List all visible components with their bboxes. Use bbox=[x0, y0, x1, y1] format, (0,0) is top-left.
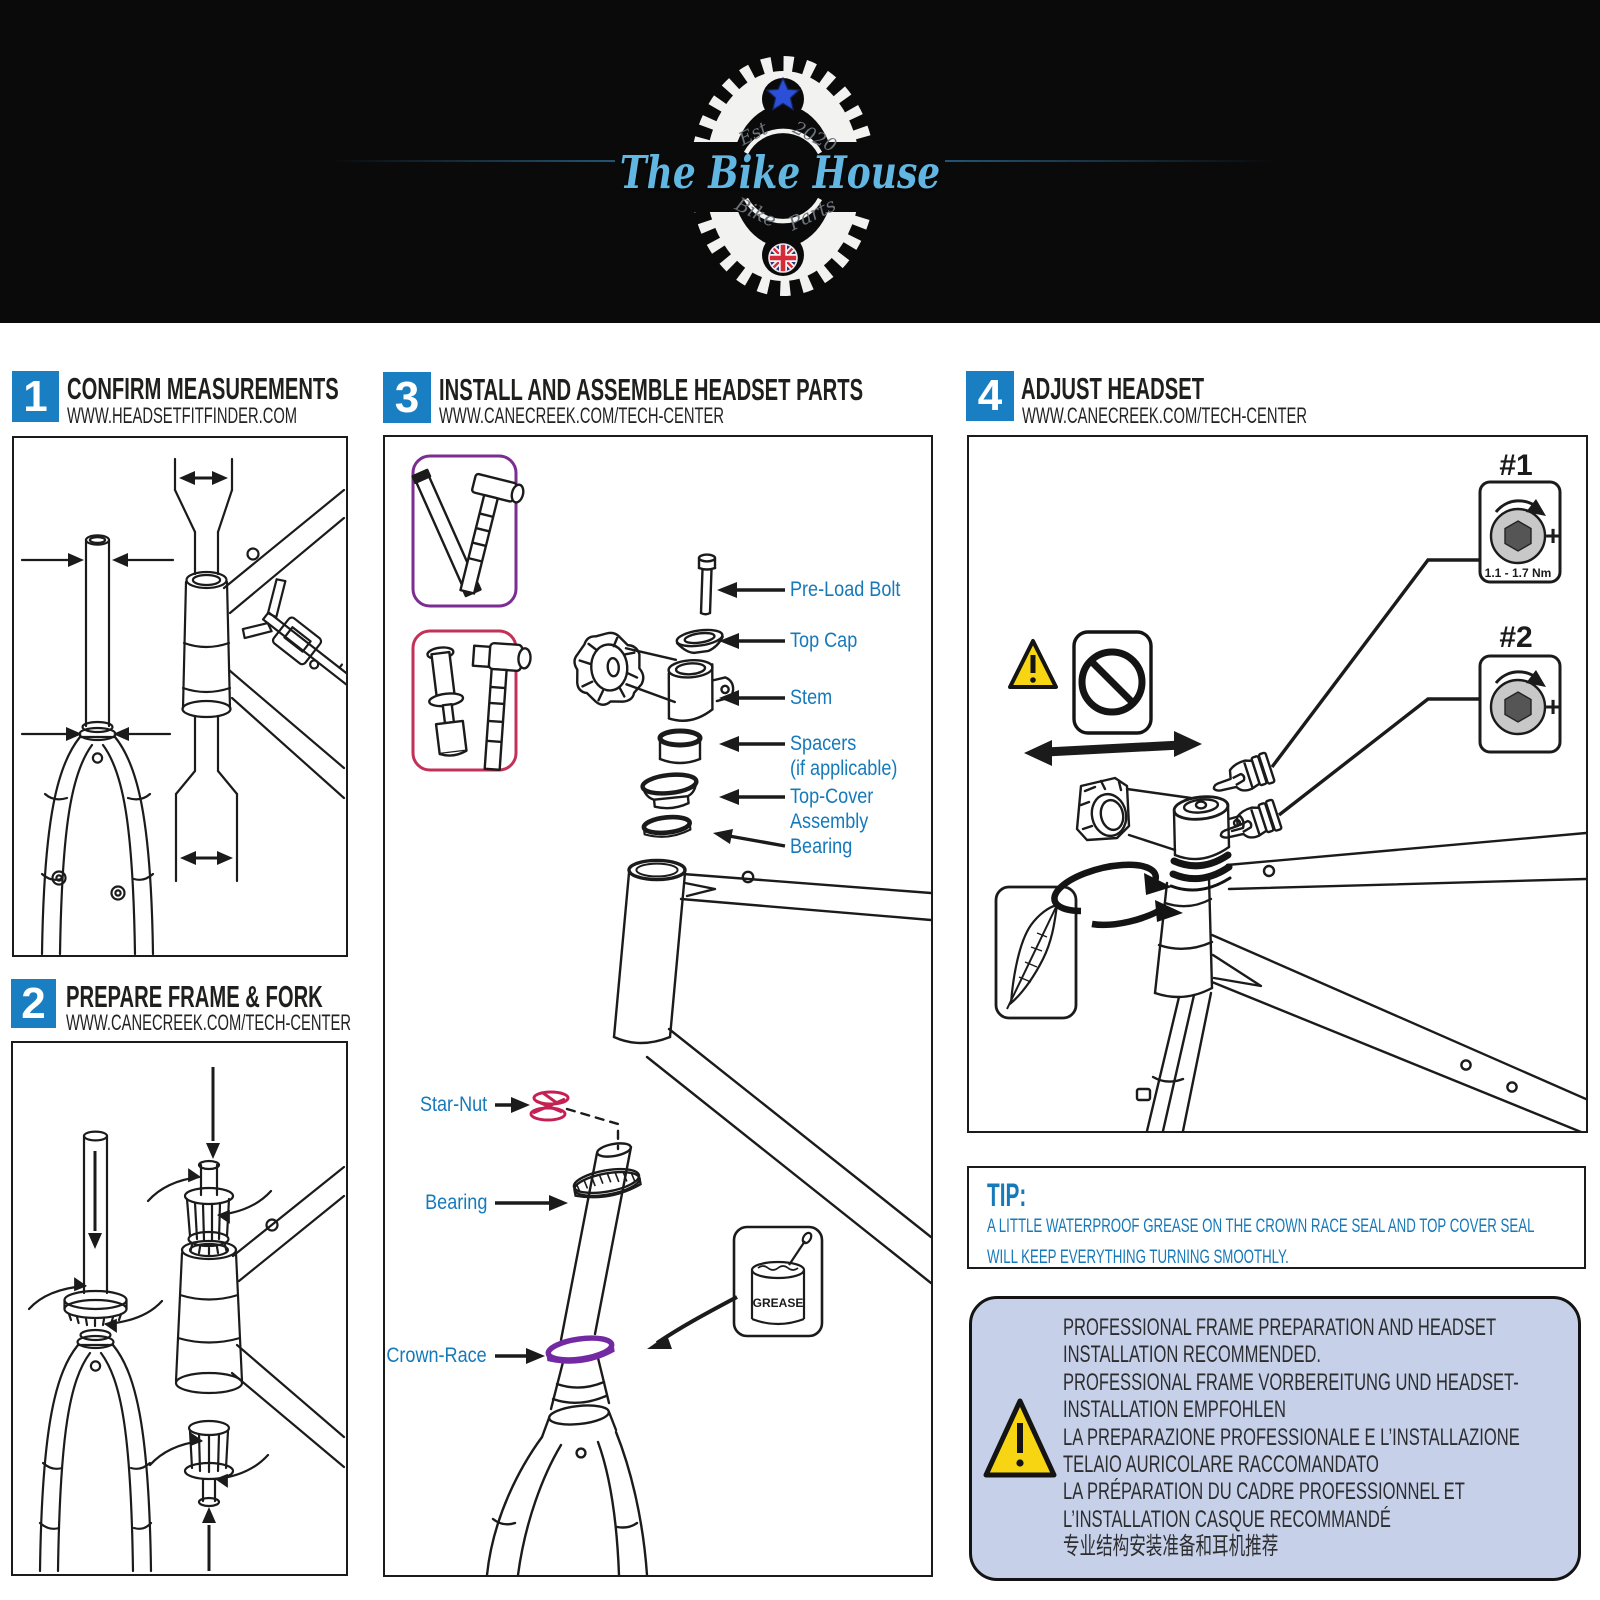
label-bearing-lower: Bearing bbox=[424, 1191, 487, 1214]
spacer-rings-part bbox=[1169, 851, 1233, 892]
step-number-2: 2 bbox=[11, 979, 56, 1028]
callout-lines bbox=[1270, 558, 1480, 817]
panel2-url[interactable]: WWW.CANECREEK.COM/TECH-CENTER bbox=[66, 1010, 351, 1035]
tip-body: A LITTLE WATERPROOF GREASE ON THE CROWN … bbox=[987, 1211, 1534, 1273]
panel2-title: PREPARE FRAME & FORK bbox=[66, 979, 323, 1014]
brand-logo-gear: Est 2020 Bike Parts bbox=[672, 56, 894, 296]
tip-heading: TIP: bbox=[987, 1177, 1027, 1213]
bearing-ring-part bbox=[572, 1167, 642, 1199]
warning-triangle-icon bbox=[1008, 639, 1058, 689]
panel2-arrowheads bbox=[74, 1067, 230, 1571]
notice-warning-triangle-icon bbox=[983, 1398, 1057, 1478]
fork-and-headtube-lineart bbox=[20, 457, 346, 955]
stem-headtube-lineart bbox=[1075, 776, 1586, 1131]
step1-label: #1 bbox=[1499, 449, 1532, 482]
tip-line-2: WILL KEEP EVERYTHING TURNING SMOOTHLY. bbox=[987, 1246, 1289, 1268]
hex-tool-icon-1: + 1.1 - 1.7 Nm bbox=[1478, 480, 1562, 584]
label-spacers: Spacers bbox=[790, 732, 857, 755]
step-number-4: 4 bbox=[966, 371, 1014, 421]
step-number-3: 3 bbox=[383, 372, 431, 423]
panel4-arrowheads bbox=[1144, 873, 1183, 922]
tip-line-1: A LITTLE WATERPROOF GREASE ON THE CROWN … bbox=[987, 1215, 1535, 1237]
crownrace-setter-tools-icon bbox=[426, 641, 532, 772]
feather-icon bbox=[994, 885, 1078, 1020]
brand-banner: Est 2020 Bike Parts The Bike House bbox=[0, 0, 1600, 323]
panel2-diagram bbox=[11, 1041, 348, 1576]
hex-tool-icon-2: + bbox=[1478, 654, 1562, 754]
pointing-hand-icon-2 bbox=[1219, 798, 1283, 839]
step2-label: #2 bbox=[1499, 621, 1532, 654]
panel4-url[interactable]: WWW.CANECREEK.COM/TECH-CENTER bbox=[1022, 403, 1307, 428]
union-jack-icon bbox=[768, 243, 798, 273]
label-top-cover: Top-Cover bbox=[790, 785, 874, 808]
panel3-url[interactable]: WWW.CANECREEK.COM/TECH-CENTER bbox=[439, 403, 724, 428]
exploded-headset-lineart bbox=[485, 553, 931, 1575]
banner-accent-line-right bbox=[945, 160, 1275, 162]
panel1-arrowheads bbox=[66, 471, 233, 865]
brand-script-title: The Bike House bbox=[619, 146, 941, 199]
notice-text: PROFESSIONAL FRAME PREPARATION AND HEADS… bbox=[1063, 1314, 1520, 1561]
crown-race-part bbox=[545, 1335, 615, 1364]
star-icon bbox=[765, 76, 801, 112]
no-turn-icon bbox=[1072, 630, 1153, 735]
panel1-diagram bbox=[12, 436, 348, 957]
panel3-diagram: GREASE bbox=[383, 435, 933, 1577]
panel3-title: INSTALL AND ASSEMBLE HEADSET PARTS bbox=[439, 372, 864, 407]
grease-callout: GREASE bbox=[647, 1225, 824, 1349]
fork-and-reamer-lineart bbox=[27, 1130, 346, 1573]
pointing-hand-icon-1 bbox=[1212, 751, 1276, 792]
torque-label: 1.1 - 1.7 Nm bbox=[1485, 566, 1552, 580]
panel4-drawing: #1 + 1.1 - 1.7 Nm #2 + bbox=[994, 449, 1586, 1131]
label-stem: Stem bbox=[790, 686, 833, 709]
tip-box: TIP: A LITTLE WATERPROOF GREASE ON THE C… bbox=[967, 1166, 1586, 1269]
starnut-setter-tools-icon bbox=[411, 468, 525, 598]
panel1-url[interactable]: WWW.HEADSETFITFINDER.COM bbox=[67, 403, 298, 428]
grease-label: GREASE bbox=[753, 1296, 804, 1310]
label-spacers-note: (if applicable) bbox=[790, 757, 898, 780]
panel4-diagram: #1 + 1.1 - 1.7 Nm #2 + bbox=[967, 435, 1588, 1133]
label-assembly: Assembly bbox=[790, 810, 869, 833]
label-top-cap: Top Cap bbox=[790, 629, 858, 652]
banner-accent-line-left bbox=[330, 160, 615, 162]
tool-box-red bbox=[411, 629, 518, 772]
step-number-1: 1 bbox=[12, 371, 59, 422]
plus2-label: + bbox=[1545, 691, 1561, 722]
label-preload-bolt: Pre-Load Bolt bbox=[790, 578, 901, 601]
panel3-label-arrows bbox=[495, 588, 786, 1358]
side-to-side-arrow bbox=[1024, 731, 1202, 766]
panel4-title: ADJUST HEADSET bbox=[1021, 371, 1205, 406]
label-bearing-upper: Bearing bbox=[790, 835, 853, 858]
panel2-drawing bbox=[27, 1067, 346, 1573]
notice-box: PROFESSIONAL FRAME PREPARATION AND HEADS… bbox=[969, 1296, 1581, 1581]
panel1-title: CONFIRM MEASUREMENTS bbox=[67, 371, 339, 406]
plus1-label: + bbox=[1545, 520, 1561, 551]
panel1-drawing bbox=[20, 457, 346, 955]
star-nut-part bbox=[529, 1090, 570, 1122]
tool-box-purple bbox=[411, 454, 518, 608]
label-star-nut: Star-Nut bbox=[419, 1093, 487, 1116]
panel3-drawing: GREASE bbox=[411, 454, 931, 1575]
caliper-icon bbox=[241, 578, 346, 701]
label-crown-race: Crown-Race bbox=[386, 1344, 487, 1367]
